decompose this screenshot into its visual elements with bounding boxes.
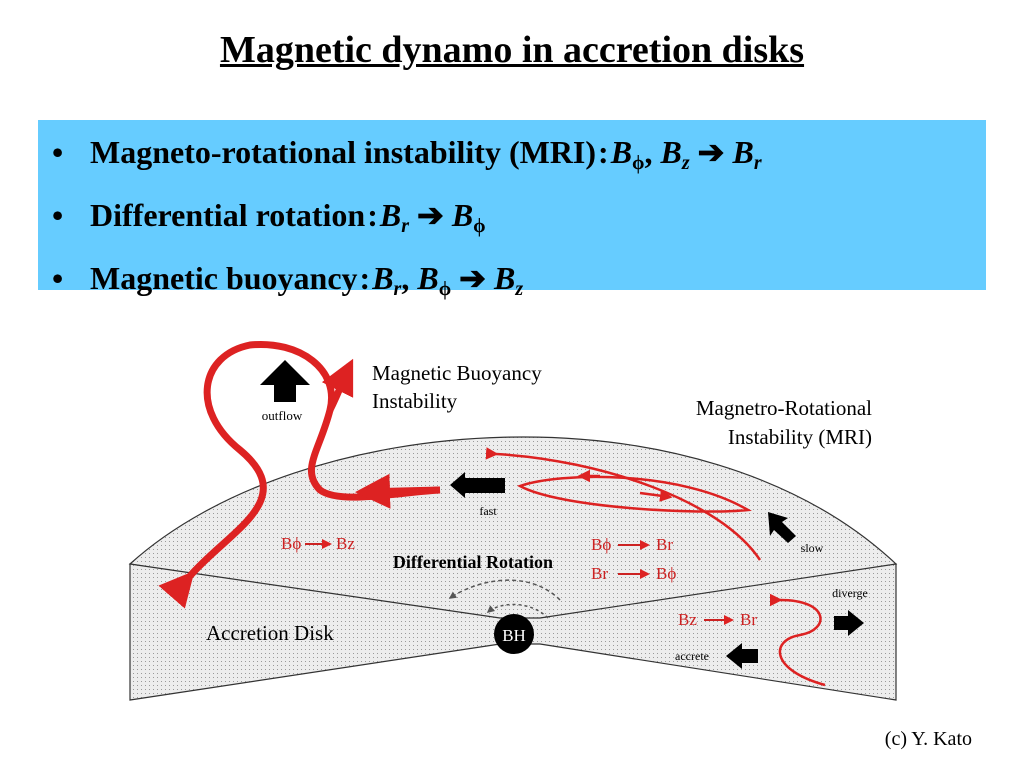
field-symbol: B [732,134,754,170]
slide-title: Magnetic dynamo in accretion disks [219,29,805,71]
differential-rotation-label: Differential Rotation [393,552,553,572]
slow-arrow-icon [768,512,796,543]
bullet-colon: : [367,197,378,233]
arrow-icon: ➔ [697,134,725,170]
buoyancy-inflow-arrow [355,473,441,509]
bullet-label: Magnetic buoyancy [90,260,358,296]
rotation-arc-inner [486,603,549,619]
bullet-colon: : [359,260,371,296]
bullet-mri: • Magneto-rotational instability (MRI):B… [38,126,986,189]
field-subscript: ϕ [438,278,452,300]
relation-br: Br [591,564,608,583]
field-symbol: B [610,134,633,170]
arrow-icon: ➔ [459,260,486,296]
bh-label: BH [502,626,526,645]
field-symbol: B [451,197,474,233]
relation-br: Br [656,535,673,554]
outflow-arrow-icon [260,360,310,402]
mri-label-line1: Magnetro-Rotational [696,396,872,420]
bullet-dot: • [52,197,64,233]
mri-field-line-inner [516,475,752,513]
separator: , [644,134,653,170]
rotation-arc [448,579,561,601]
bullet-label: Differential rotation [90,197,366,233]
outflow-label: outflow [262,408,303,423]
field-symbol: B [660,134,682,170]
bullet-label: Magneto-rotational instability (MRI) [90,134,597,170]
field-symbol: B [372,260,394,296]
lower-field-line [769,593,826,687]
field-subscript: r [753,152,762,174]
summary-box: • Magneto-rotational instability (MRI):B… [38,120,986,300]
relation-bphi: Bϕ [656,564,676,583]
field-symbol: B [493,260,516,296]
bullet-differential-rotation: • Differential rotation:Br ➔ Bϕ [38,189,986,252]
black-hole-icon [494,614,534,654]
bullet-dot: • [52,260,64,296]
buoyancy-rising-arc [321,358,354,412]
fast-arrow-icon [450,472,505,498]
mbi-label-line1: Magnetic Buoyancy [372,361,542,385]
field-symbol: B [379,197,402,233]
bullet-dot: • [52,134,64,170]
fast-label: fast [479,504,497,518]
field-subscript: r [393,278,402,300]
dynamo-diagram: outflow fast slow diverge accrete Magnet… [128,340,898,701]
accretion-disk-label: Accretion Disk [206,621,334,645]
field-subscript: z [681,152,690,174]
separator: , [401,260,410,296]
mri-field-arrow [639,489,673,502]
relation-bphi: Bϕ [591,535,611,554]
field-subscript: ϕ [632,152,645,174]
field-subscript: z [515,278,524,300]
relation-bphi: Bϕ [281,534,301,553]
accrete-arrow-icon [726,643,758,669]
relation-br: Br [740,610,757,629]
credit: (c) Y. Kato [884,728,972,750]
bullet-magnetic-buoyancy: • Magnetic buoyancy:Br, Bϕ ➔ Bz [38,252,986,315]
accrete-label: accrete [675,649,709,663]
mri-label-line2: Instability (MRI) [728,425,872,449]
field-symbol: B [417,260,439,296]
bullet-colon: : [598,134,609,170]
field-subscript: r [401,215,409,237]
arrow-icon: ➔ [417,197,444,233]
relation-bz: Bz [678,610,697,629]
diverge-arrow-icon [834,610,864,636]
field-subscript: ϕ [473,215,486,237]
slow-label: slow [801,541,824,555]
relation-bz: Bz [336,534,355,553]
corona-region [128,436,898,631]
diverge-label: diverge [832,586,868,600]
mbi-label-line2: Instability [372,389,458,413]
mri-field-line-outer [485,447,762,561]
bullet-list: • Magneto-rotational instability (MRI):B… [38,120,986,315]
buoyancy-field-line [158,340,441,609]
